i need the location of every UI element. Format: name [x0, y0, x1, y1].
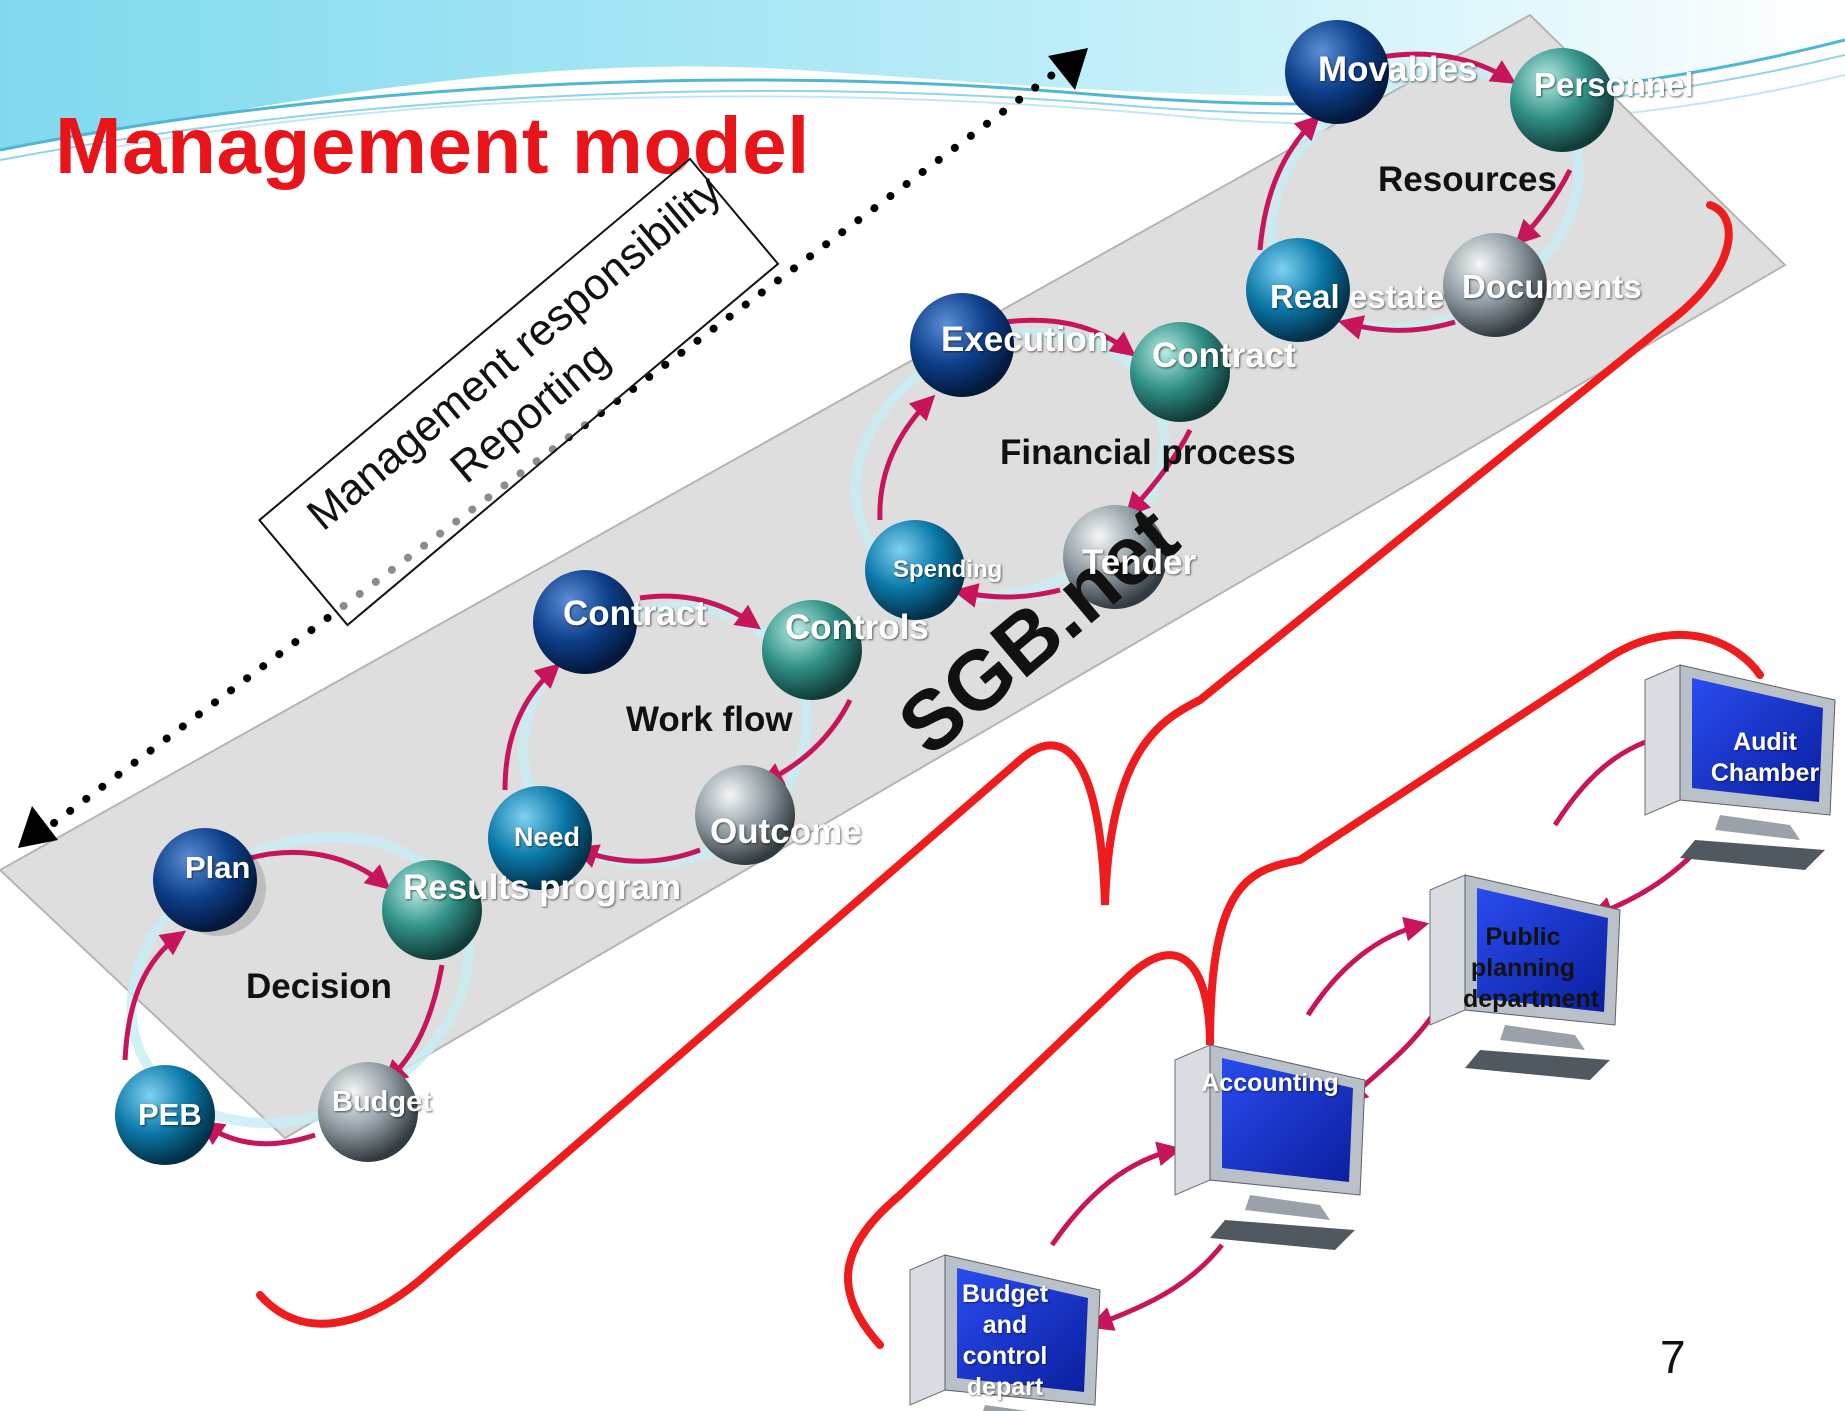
group-label-financial: Financial process [1000, 433, 1296, 472]
cycle-arrows [122, 51, 1573, 1147]
computer-planning [1429, 874, 1621, 1080]
computer-label-accounting: Accounting [1201, 1069, 1339, 1097]
node-label-tender: Tender [1082, 543, 1197, 582]
node-label-plan: Plan [185, 850, 251, 885]
sphere-outcome [695, 765, 795, 865]
sphere-tender [1063, 505, 1167, 609]
sphere-real-estate [1246, 238, 1350, 342]
node-label-spending: Spending [893, 556, 1003, 583]
node-label-personnel: Personnel [1534, 66, 1694, 103]
node-label-real-estate: Real estate [1270, 278, 1445, 315]
node-label-results-program: Results program [403, 868, 682, 907]
node-label-controls: Controls [785, 608, 929, 647]
sphere-peb [115, 1065, 215, 1165]
arrowhead-down-icon [18, 806, 58, 848]
node-label-wf-contract: Contract [563, 594, 707, 633]
computer-accounting [1174, 1044, 1366, 1250]
computer-audit [1644, 664, 1836, 870]
sphere-fp-contract [1130, 322, 1230, 422]
sphere-results-program [382, 860, 482, 960]
sphere-execution [910, 293, 1014, 397]
computer-budget-control [909, 1254, 1101, 1411]
node-label-budget: Budget [332, 1086, 432, 1118]
node-label-execution: Execution [941, 320, 1109, 359]
group-label-resources: Resources [1378, 160, 1557, 199]
node-label-need: Need [514, 822, 581, 852]
sphere-budget [318, 1062, 418, 1162]
node-label-fp-contract: Contract [1152, 336, 1296, 375]
sphere-controls [762, 600, 862, 700]
sphere-plan [153, 828, 257, 932]
header-wave [0, 0, 1845, 161]
computer-label-planning: Public planning department [1463, 923, 1600, 1013]
node-label-documents: Documents [1462, 268, 1642, 305]
computer-label-audit: Audit Chamber [1710, 728, 1820, 787]
sphere-movables [1285, 20, 1389, 124]
arrowhead-up-icon [1048, 48, 1088, 90]
page-number: 7 [1660, 1331, 1686, 1383]
sphere-documents [1443, 233, 1547, 337]
computer-label-budget-control: Budget and control depart [961, 1280, 1049, 1401]
group-label-workflow: Work flow [626, 700, 793, 739]
group-label-decision: Decision [246, 967, 392, 1006]
system-brace [256, 201, 1733, 1328]
spheres [115, 20, 1614, 1165]
sphere-spending [865, 520, 965, 620]
node-label-peb: PEB [138, 1097, 202, 1132]
sphere-wf-contract [533, 570, 637, 674]
node-label-movables: Movables [1318, 50, 1478, 89]
sphere-need [488, 786, 592, 890]
node-label-outcome: Outcome [710, 812, 862, 851]
network-arrows [1049, 726, 1707, 1331]
sphere-personnel [1510, 48, 1614, 152]
